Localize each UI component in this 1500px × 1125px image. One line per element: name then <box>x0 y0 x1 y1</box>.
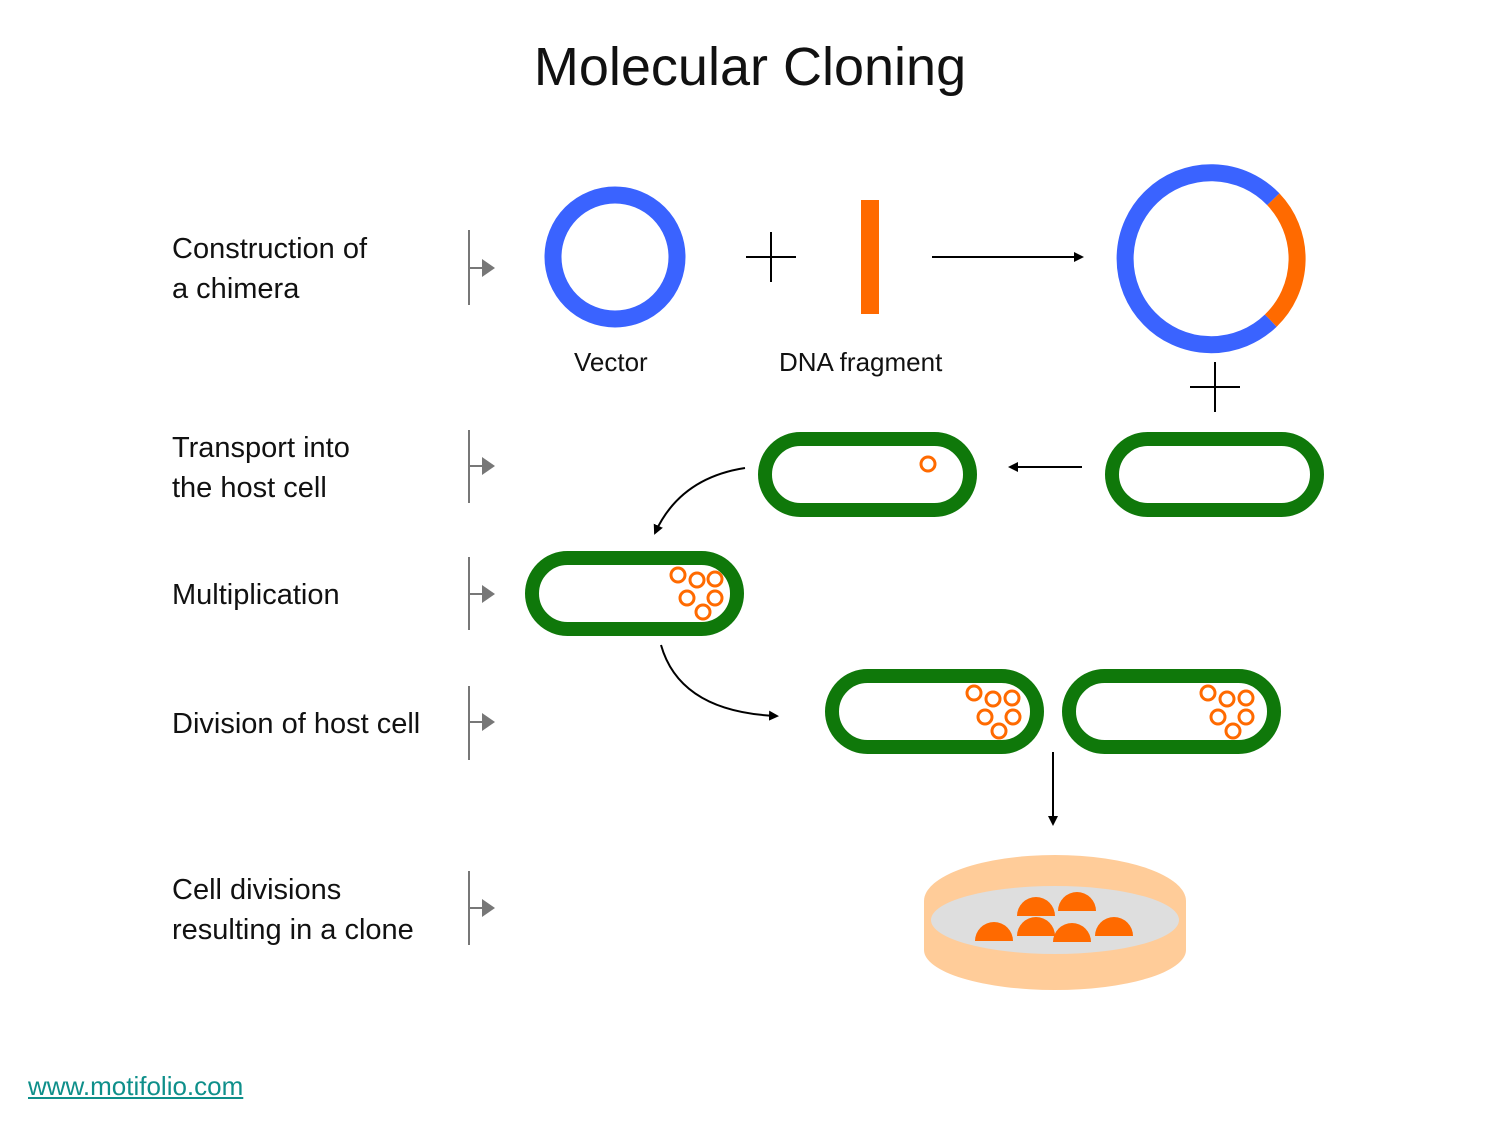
label-line: Transport into <box>172 432 350 464</box>
petri-dish <box>924 855 1186 990</box>
step-label-transport: Transport into the host cell <box>172 428 350 508</box>
vector-caption: Vector <box>574 347 648 377</box>
step-label-clone: Cell divisions resulting in a clone <box>172 870 414 950</box>
step-bracket-4 <box>468 686 495 760</box>
plasmid-copies <box>965 684 1022 740</box>
transformed-host-cell <box>758 432 977 517</box>
label-line: a chimera <box>172 273 300 305</box>
daughter-cell-left <box>825 669 1044 754</box>
curved-arrow-to-division <box>660 644 779 721</box>
label-line: the host cell <box>172 472 327 504</box>
label-line: Cell divisions <box>172 874 342 906</box>
plus-icon <box>746 232 796 282</box>
bacterial-colonies <box>975 892 1133 942</box>
plasmid-copies <box>669 566 724 621</box>
multiplying-host-cell <box>525 551 744 636</box>
label-line: Construction of <box>172 233 368 265</box>
step-bracket-3 <box>468 557 495 630</box>
empty-host-cell <box>1105 432 1324 517</box>
page-title: Molecular Cloning <box>533 37 967 97</box>
label-line: Division of host cell <box>172 708 421 740</box>
step-bracket-5 <box>468 871 495 945</box>
step-bracket-1 <box>468 230 495 305</box>
dna-fragment <box>861 200 879 314</box>
footer-link[interactable]: www.motifolio.com <box>28 1071 244 1101</box>
plus-icon <box>1190 362 1240 412</box>
step-label-multiplication: Multiplication <box>172 575 340 615</box>
step-label-construction: Construction of a chimera <box>172 229 367 309</box>
plasmid-copies <box>1199 684 1255 740</box>
label-line: Multiplication <box>172 579 340 611</box>
curved-arrow-to-multiplication <box>653 467 746 535</box>
label-line: resulting in a clone <box>172 914 414 946</box>
step-bracket-2 <box>468 430 495 503</box>
plasmid-in-cell <box>919 455 937 473</box>
vector-plasmid <box>544 186 686 328</box>
daughter-cell-right <box>1062 669 1281 754</box>
dna-fragment-caption: DNA fragment <box>779 347 943 377</box>
recombinant-plasmid <box>1116 164 1306 354</box>
step-label-division: Division of host cell <box>172 704 420 744</box>
